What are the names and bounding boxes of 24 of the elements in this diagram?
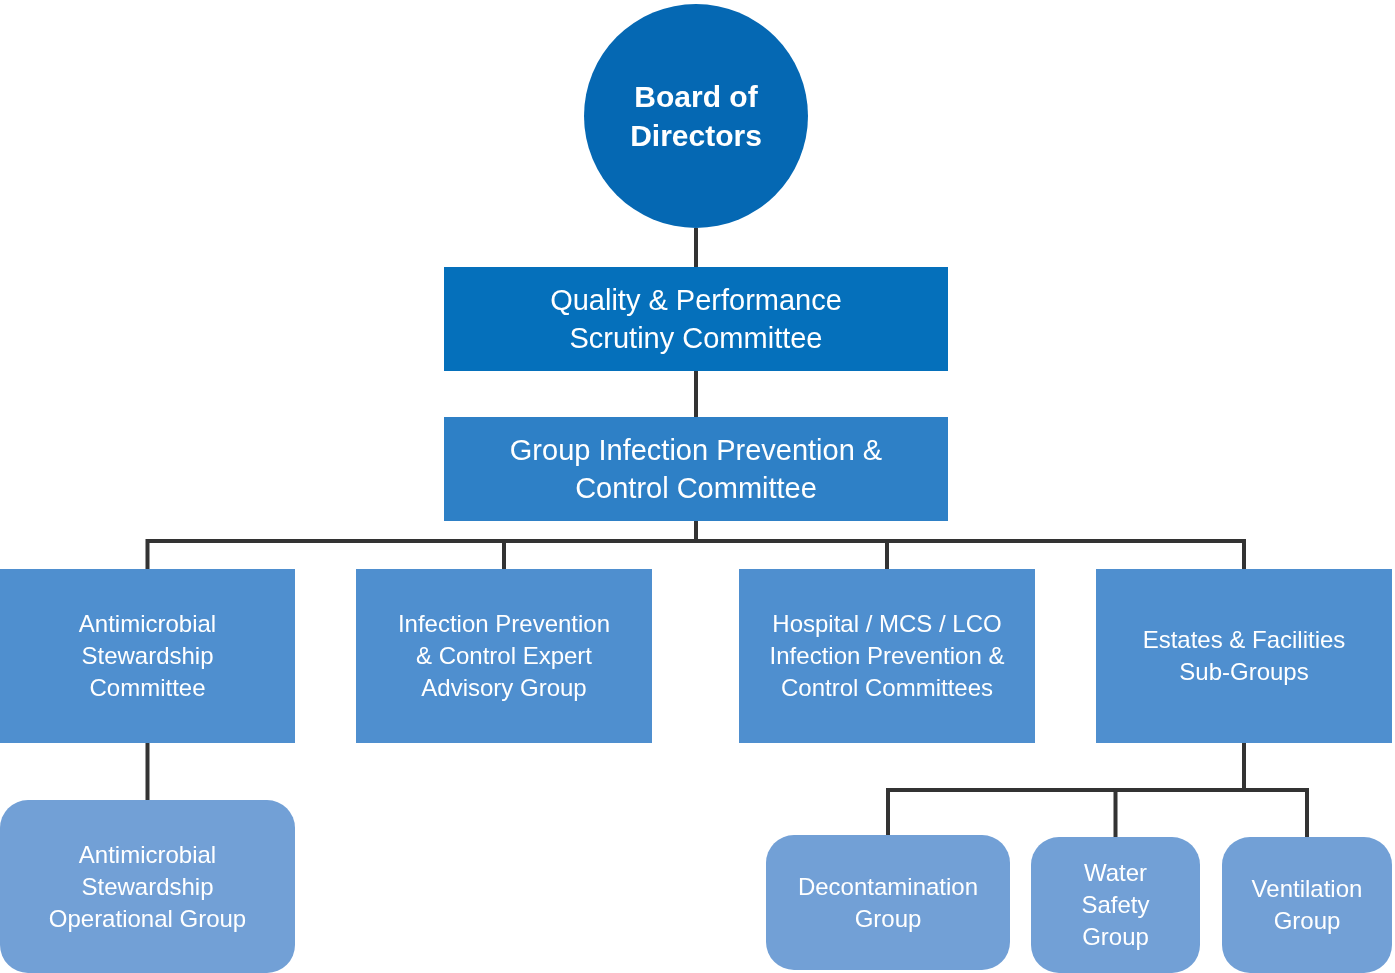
connector-line bbox=[145, 743, 150, 800]
node-label: Water Safety Group bbox=[1080, 858, 1151, 952]
committee-box bbox=[0, 569, 295, 743]
node-label: Antimicrobial Stewardship Committee bbox=[77, 609, 218, 703]
committee-box bbox=[444, 267, 948, 371]
group-box bbox=[1222, 837, 1392, 973]
node-label: Antimicrobial Stewardship Operational Group bbox=[47, 839, 248, 934]
node-label: Hospital / MCS / LCO Infection Prevention & Control Committees bbox=[768, 609, 1006, 703]
node-label: Estates & Facilities Sub-Groups bbox=[1141, 625, 1347, 687]
group-box bbox=[766, 835, 1010, 970]
group-box bbox=[1031, 837, 1200, 973]
group-box bbox=[0, 800, 295, 973]
committee-box bbox=[739, 569, 1035, 743]
node-label: Decontamination Group bbox=[796, 871, 980, 934]
node-label: Quality & Performance Scrutiny Committee bbox=[549, 283, 843, 356]
node-label: Infection Prevention & Control Expert Advisory Group bbox=[396, 609, 612, 703]
node-label: Ventilation Group bbox=[1250, 874, 1364, 936]
group-box bbox=[356, 569, 652, 743]
connector-line bbox=[694, 228, 698, 267]
node-label: Group Infection Prevention & Control Committee bbox=[508, 433, 884, 506]
committee-box bbox=[444, 417, 948, 521]
node-label: Board of Directors bbox=[629, 79, 763, 154]
group-box bbox=[1096, 569, 1392, 743]
connector-line bbox=[694, 371, 698, 417]
